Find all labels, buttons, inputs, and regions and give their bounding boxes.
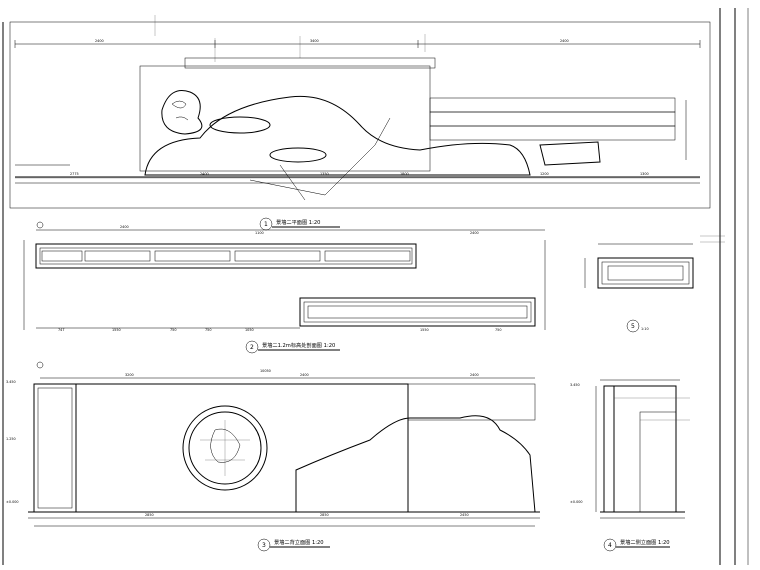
view2-dim-bottom-4: 750 — [205, 328, 211, 332]
view5-index: 5 — [631, 323, 635, 330]
view2-dim-top-1: 2400 — [120, 225, 129, 229]
view4-level-top: 3.450 — [570, 383, 580, 387]
view4-caption: 景墙二侧立面图 1:20 — [620, 538, 670, 546]
view3-dim-bottom-3: 2450 — [460, 513, 469, 517]
view4-level-base: ±0.000 — [570, 500, 583, 504]
view3-caption: 景墙二背立面图 1:20 — [274, 538, 324, 546]
sheet-frame — [2, 8, 749, 565]
view1-caption: 景墙二平面图 1:20 — [276, 218, 320, 226]
view3-dim-top-2: 2400 — [300, 373, 309, 377]
view3-level-top: 3.450 — [6, 380, 16, 384]
view1-dim-top-1: 2400 — [95, 39, 104, 43]
view1-dim-bottom-1: 2775 — [70, 172, 79, 176]
view2-dim-top-2: 1100 — [255, 231, 264, 235]
view2-index: 2 — [250, 344, 254, 351]
view2-dim-bottom-1: 747 — [58, 328, 64, 332]
view4-side-elevation: 3.450 ±0.000 4 景墙二侧立面图 1:20 — [570, 379, 690, 552]
view5-caption: 1:10 — [641, 327, 649, 331]
view1-index: 1 — [264, 221, 268, 228]
view1-dim-bottom-4: 1800 — [400, 172, 409, 176]
view3-dim-top-1: 3200 — [125, 373, 134, 377]
view1-elevation: 2400 3400 2400 2775 2400 1350 — [9, 15, 711, 231]
view1-dim-bottom-5: 1200 — [540, 172, 549, 176]
view2-section: 2400 1100 2400 747 1550 750 750 1050 155… — [23, 221, 546, 354]
view1-dim-bottom-3: 1350 — [320, 172, 329, 176]
view2-caption: 景墙二1.2m标高处剖面图 1:20 — [262, 341, 335, 349]
view3-level-base: ±0.000 — [6, 500, 19, 504]
view2-dim-bottom-6: 1550 — [420, 328, 429, 332]
view2-dim-bottom-5: 1050 — [245, 328, 254, 332]
view3-dim-bottom-1: 2850 — [145, 513, 154, 517]
view2-dim-bottom-2: 1550 — [112, 328, 121, 332]
view3-dim-total: 10050 — [260, 369, 271, 373]
view1-dim-top-3: 2400 — [560, 39, 569, 43]
view2-dim-bottom-3: 750 — [170, 328, 176, 332]
view1-dim-bottom-2: 2400 — [200, 172, 209, 176]
view3-level-mid: 1.250 — [6, 437, 16, 441]
view3-index: 3 — [262, 542, 266, 549]
view3-dim-bottom-2: 2850 — [320, 513, 329, 517]
view2-dim-bottom-7: 750 — [495, 328, 501, 332]
view3-rear-elevation: 10050 3200 2400 2400 3.450 1.250 ±0.000 … — [6, 361, 540, 552]
view3-dim-top-3: 2400 — [470, 373, 479, 377]
view4-index: 4 — [608, 542, 612, 549]
view1-dim-bottom-6: 1300 — [640, 172, 649, 176]
view5-detail: 5 1:10 — [584, 235, 725, 333]
view1-dim-top-2: 3400 — [310, 39, 319, 43]
view2-dim-top-3: 2400 — [470, 231, 479, 235]
